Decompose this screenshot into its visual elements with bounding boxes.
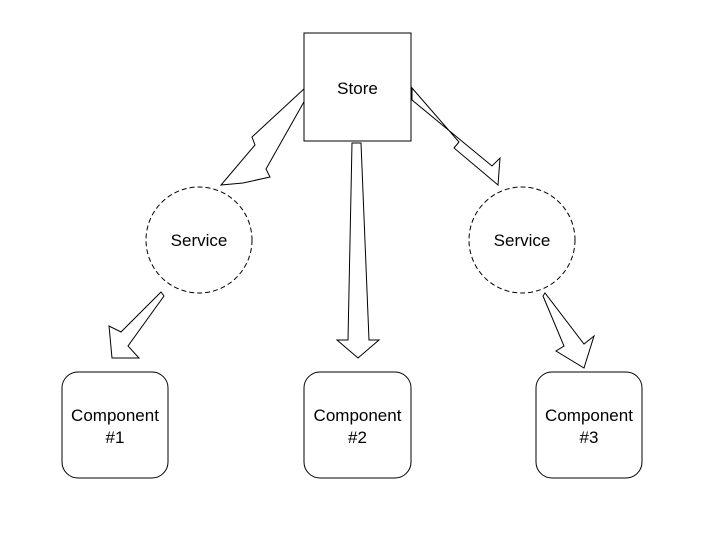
store-label: Store [337,79,378,98]
service-left-label: Service [171,231,228,250]
component-node-1: Component #1 [61,371,169,479]
arrow-store-to-component-2 [335,142,381,359]
component-1-label-line1: Component [71,406,159,425]
component-3-label-line2: #3 [580,428,599,447]
service-right-label: Service [494,231,551,250]
component-3-label-line1: Component [545,406,633,425]
arrow-store-to-service-left [219,86,306,186]
component-1-label-line2: #1 [106,428,125,447]
arrow-service-right-to-component-3 [542,292,595,369]
component-2-label-line1: Component [314,406,402,425]
store-node: Store [303,32,412,142]
component-node-3: Component #3 [535,371,643,479]
service-node-right: Service [468,186,576,294]
service-node-left: Service [145,186,253,294]
arrow-store-to-service-right [411,86,501,187]
component-node-2: Component #2 [303,371,412,479]
component-2-label-line2: #2 [348,428,367,447]
arrow-service-left-to-component-1 [108,291,165,359]
